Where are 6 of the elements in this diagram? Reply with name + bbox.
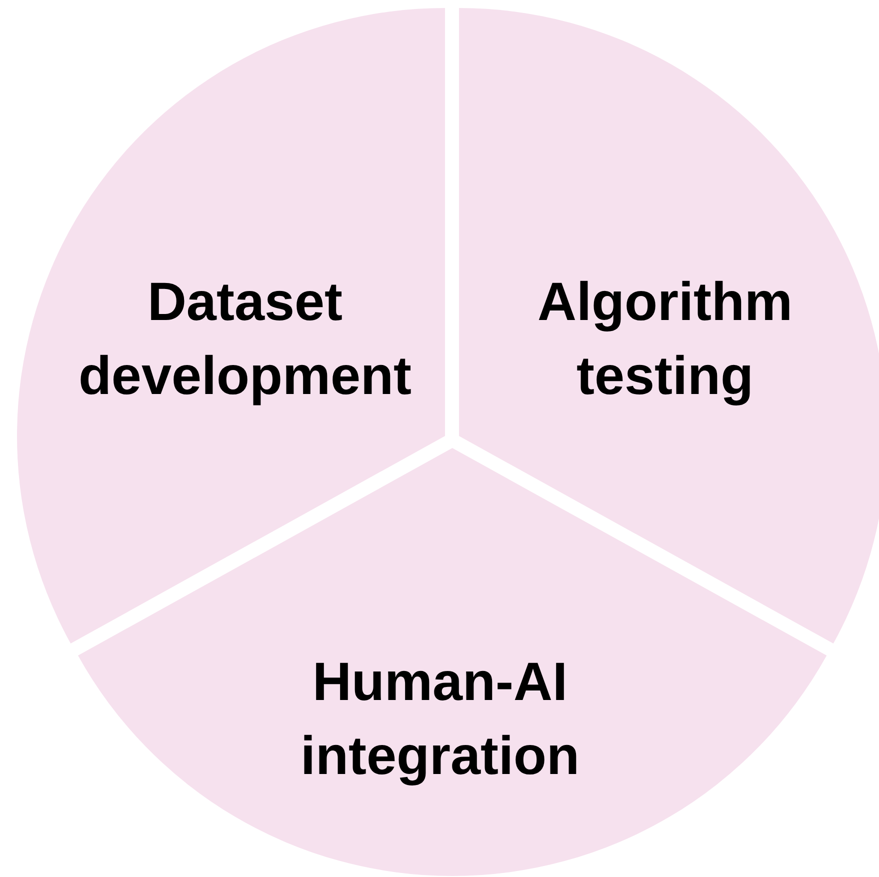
segment-label: Human-AI integration <box>299 651 580 788</box>
segment-label: Algorithm testing <box>536 270 794 408</box>
pie-segment <box>458 8 879 644</box>
pie-segment <box>17 8 446 644</box>
segment-label: Dataset development <box>77 270 413 408</box>
pie-segment <box>78 448 826 876</box>
